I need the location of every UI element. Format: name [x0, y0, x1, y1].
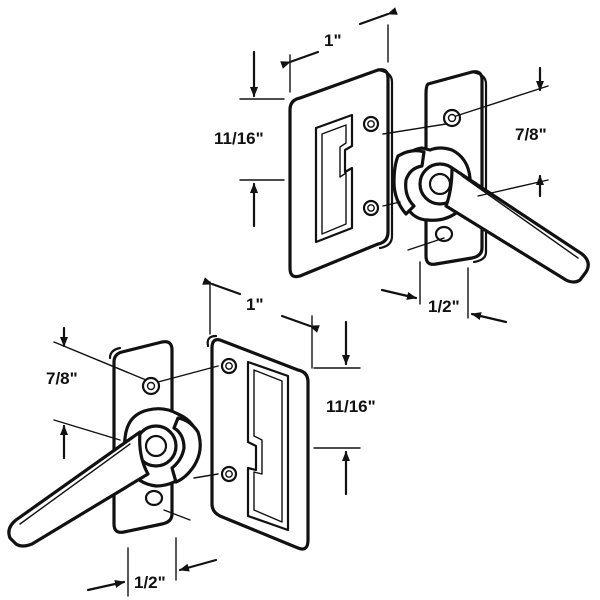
top-width-label: 1" — [324, 31, 342, 50]
bottom-latch-screw-hole-upper — [141, 376, 161, 396]
bottom-latch-screw-hole-lower — [144, 489, 164, 507]
bottom-hole-spacing-label: 7/8" — [46, 369, 78, 388]
top-lever-width-dimension: 1/2" — [380, 261, 508, 324]
bottom-keeper-plate — [206, 334, 310, 551]
top-keeper-screw-hole-upper — [362, 115, 380, 133]
top-latch-screw-hole-upper — [442, 108, 462, 128]
bottom-latch-lever — [7, 407, 202, 548]
bottom-width-label: 1" — [246, 295, 264, 314]
bottom-keeper-screw-hole-lower — [220, 465, 238, 483]
bottom-assembly: 1" 11/16" 7/8" 1/2" — [7, 277, 376, 597]
bottom-height-label: 11/16" — [326, 397, 376, 416]
top-keeper-plate — [288, 68, 394, 279]
bottom-keeper-screw-hole-upper — [220, 357, 238, 375]
top-width-dimension: 1" — [280, 7, 398, 93]
top-latch-lever — [392, 146, 590, 284]
top-keeper-screw-hole-lower — [362, 199, 380, 217]
bottom-lever-width-label: 1/2" — [134, 573, 166, 592]
bottom-width-dimension: 1" — [202, 277, 320, 369]
top-height-dimension: 11/16" — [214, 50, 285, 228]
top-height-label: 11/16" — [214, 129, 264, 148]
top-lever-width-label: 1/2" — [428, 297, 460, 316]
bottom-height-dimension: 11/16" — [313, 320, 376, 496]
bottom-hole-spacing-dimension: 7/8" — [46, 326, 147, 460]
top-hole-spacing-label: 7/8" — [515, 125, 547, 144]
top-hole-spacing-dimension: 7/8" — [455, 66, 549, 198]
bottom-lever-width-dimension: 1/2" — [86, 537, 218, 597]
top-latch-screw-hole-lower — [434, 225, 454, 243]
top-assembly: 1" 11/16" 7/8" 1/2" — [214, 7, 590, 324]
